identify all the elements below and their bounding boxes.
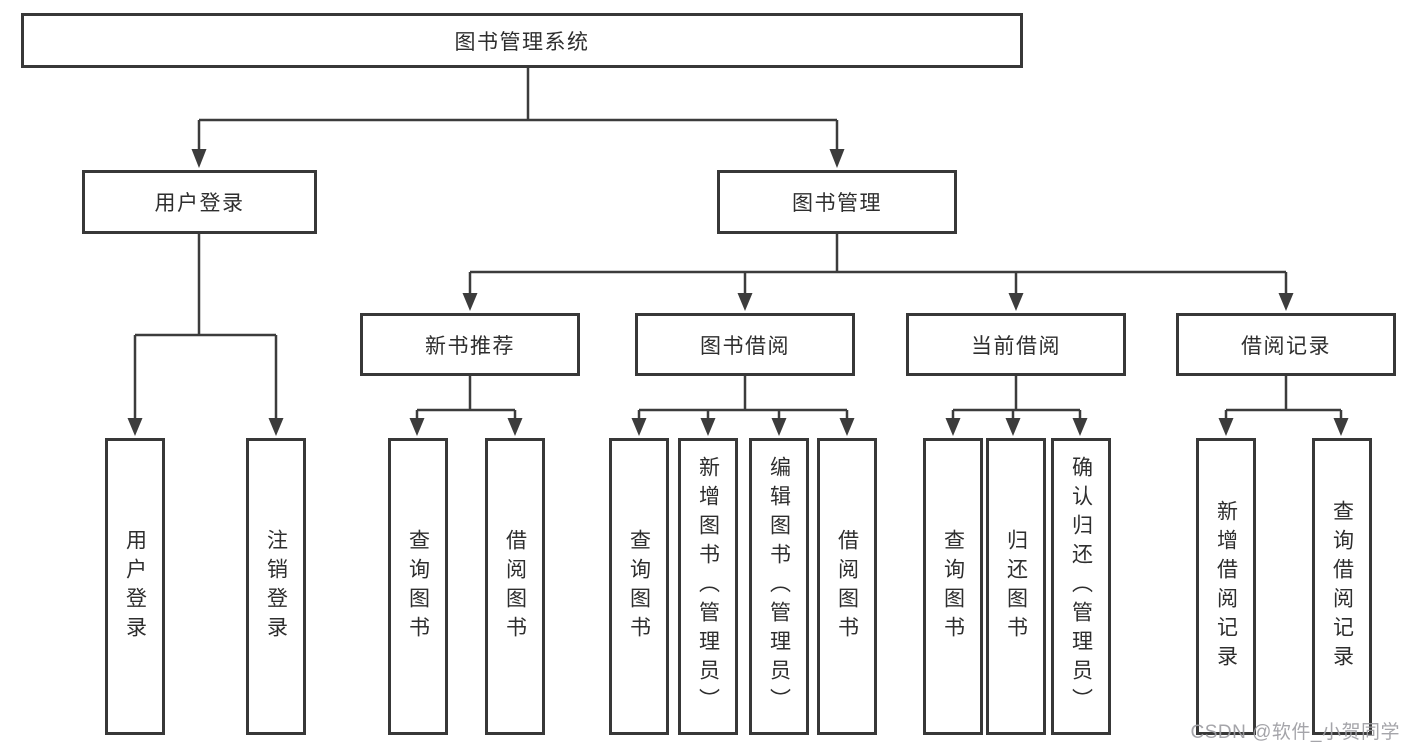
leaf-label: 归还图书 bbox=[1004, 528, 1028, 645]
section-label: 新书推荐 bbox=[425, 334, 515, 358]
leaf-label: 查询图书 bbox=[941, 528, 965, 645]
section-label: 图书借阅 bbox=[700, 334, 790, 358]
leaf-query-books-borrowing: 查询图书 bbox=[609, 438, 669, 735]
leaf-label: 查询借阅记录 bbox=[1330, 499, 1354, 674]
leaf-label: 查询图书 bbox=[627, 528, 651, 645]
leaf-label: 借阅图书 bbox=[503, 528, 527, 645]
section-book-borrowing: 图书借阅 bbox=[635, 313, 855, 376]
leaf-label: 新增借阅记录 bbox=[1214, 499, 1238, 674]
leaf-query-borrow-record: 查询借阅记录 bbox=[1312, 438, 1372, 735]
leaf-query-books-current: 查询图书 bbox=[923, 438, 983, 735]
root-node-library-system: 图书管理系统 bbox=[21, 13, 1023, 68]
branch-user-login-label: 用户登录 bbox=[154, 192, 245, 215]
section-label: 借阅记录 bbox=[1241, 334, 1331, 358]
leaf-borrow-books-recommend: 借阅图书 bbox=[485, 438, 545, 735]
leaf-label: 注销登录 bbox=[264, 528, 288, 645]
branch-book-management-label: 图书管理 bbox=[792, 192, 882, 215]
leaf-add-books-admin: 新增图书（管理员） bbox=[678, 438, 738, 735]
leaf-user-login: 用户登录 bbox=[105, 438, 165, 735]
section-new-book-recommendation: 新书推荐 bbox=[360, 313, 580, 376]
leaf-label: 编辑图书（管理员） bbox=[767, 456, 791, 717]
leaf-label: 查询图书 bbox=[406, 528, 430, 645]
leaf-return-books: 归还图书 bbox=[986, 438, 1046, 735]
section-label: 当前借阅 bbox=[971, 334, 1061, 358]
leaf-query-books-recommend: 查询图书 bbox=[388, 438, 448, 735]
leaf-borrow-books: 借阅图书 bbox=[817, 438, 877, 735]
leaf-label: 确认归还（管理员） bbox=[1069, 456, 1093, 717]
arrowhead-icons bbox=[127, 149, 1349, 436]
branch-user-login: 用户登录 bbox=[82, 170, 317, 234]
section-current-borrowing: 当前借阅 bbox=[906, 313, 1126, 376]
leaf-confirm-return-admin: 确认归还（管理员） bbox=[1051, 438, 1111, 735]
csdn-watermark: CSDN @软件_小贺同学 bbox=[1190, 722, 1400, 743]
section-borrowing-records: 借阅记录 bbox=[1176, 313, 1396, 376]
branch-book-management: 图书管理 bbox=[717, 170, 957, 234]
leaf-label: 借阅图书 bbox=[835, 528, 859, 645]
leaf-label: 新增图书（管理员） bbox=[696, 456, 720, 717]
leaf-logout: 注销登录 bbox=[246, 438, 306, 735]
root-node-label: 图书管理系统 bbox=[454, 30, 590, 54]
leaf-edit-books-admin: 编辑图书（管理员） bbox=[749, 438, 809, 735]
leaf-label: 用户登录 bbox=[123, 528, 147, 645]
leaf-add-borrow-record: 新增借阅记录 bbox=[1196, 438, 1256, 735]
